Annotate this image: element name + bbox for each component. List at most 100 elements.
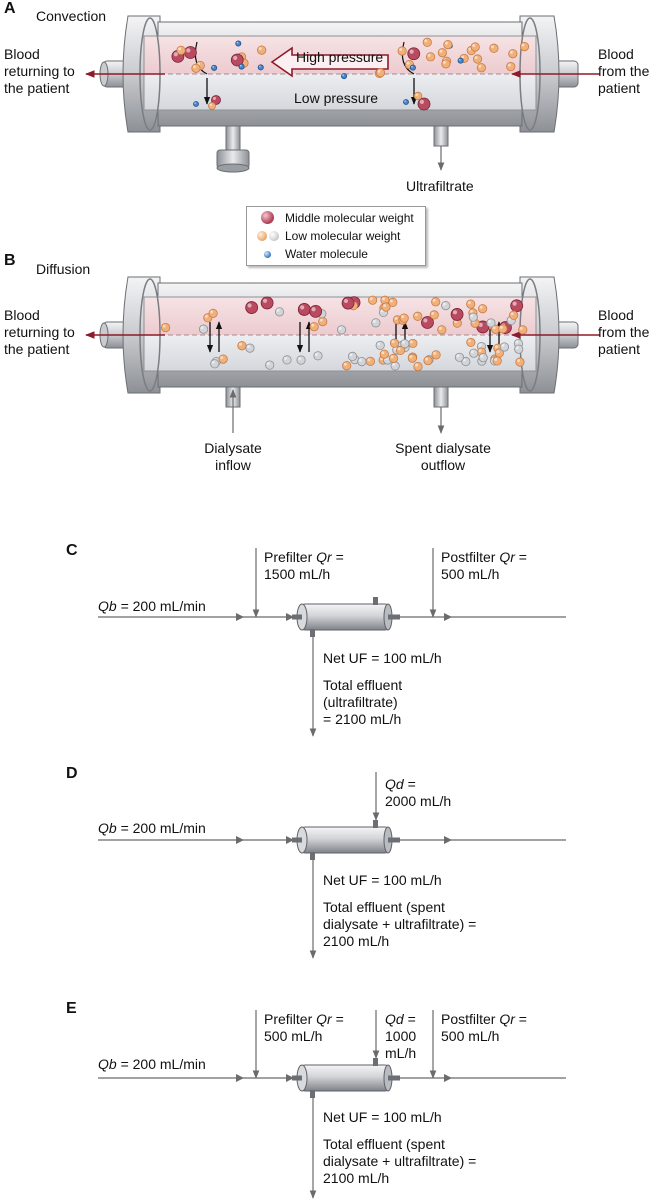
molecule-highlight	[470, 314, 474, 318]
legend-label: Middle molecular weight	[285, 211, 414, 225]
middle-molecule	[184, 46, 197, 59]
low-molecule	[443, 40, 453, 50]
molecule-highlight	[193, 65, 196, 69]
gray-molecule	[347, 351, 358, 361]
flow-direction-arrow	[444, 1074, 452, 1082]
molecule-highlight	[300, 305, 305, 310]
water-molecule	[403, 99, 409, 105]
molecule-highlight	[377, 342, 381, 346]
gray-molecule	[400, 339, 410, 349]
gray-molecule	[514, 344, 524, 354]
panel-a-title: Convection	[36, 8, 107, 24]
low-molecule	[257, 45, 267, 55]
flow-direction-arrow	[286, 613, 294, 621]
low-molecule-icon	[257, 231, 267, 241]
molecule-highlight	[467, 301, 471, 305]
low-molecule	[431, 297, 441, 307]
molecule-highlight	[469, 309, 473, 313]
molecule-highlight	[200, 326, 204, 330]
molecule-highlight	[515, 340, 519, 344]
gray-molecule	[478, 353, 488, 363]
molecule-highlight	[298, 357, 302, 361]
gray-molecule	[296, 355, 306, 365]
molecule-highlight	[210, 310, 214, 314]
molecule-highlight	[211, 360, 215, 364]
molecule-highlight	[311, 323, 315, 327]
dialyzer-top-port	[373, 597, 378, 605]
water-molecule	[409, 64, 416, 71]
molecule-highlight	[162, 324, 166, 328]
low-molecule	[365, 356, 375, 366]
low-molecule	[191, 63, 201, 73]
middle-molecule	[245, 301, 259, 314]
molecule-highlight	[394, 316, 398, 320]
molecule-highlight	[399, 48, 403, 51]
low-molecule	[478, 304, 488, 314]
high-pressure-arrow	[270, 46, 389, 78]
panel-c-prefilter-label: Prefilter Qr =	[264, 549, 344, 565]
panel-d-qd-value: 2000 mL/h	[385, 793, 452, 809]
panel-c-postfilter-label: Postfilter Qr =	[441, 549, 527, 565]
molecule-highlight	[510, 312, 514, 316]
panel-d-letter: D	[66, 765, 78, 782]
molecule-highlight	[512, 301, 517, 306]
gray-molecule	[468, 312, 478, 322]
low-molecule	[437, 325, 447, 335]
molecule-highlight	[247, 303, 252, 308]
high-pressure-label: High pressure	[296, 49, 384, 65]
gray-molecule	[375, 340, 385, 351]
gray-molecule	[282, 355, 292, 365]
molecule-highlight	[409, 355, 413, 359]
molecule-highlight	[494, 345, 498, 349]
low-molecule	[342, 361, 352, 371]
molecule-highlight	[499, 325, 503, 329]
molecule-highlight	[397, 347, 401, 351]
dialyzer-inlet	[292, 837, 302, 843]
molecules	[161, 37, 530, 372]
convection-curve	[194, 41, 208, 75]
gray-molecule	[486, 318, 496, 328]
low-molecule	[309, 322, 319, 332]
compartment-outline	[143, 35, 537, 111]
gray-molecule	[499, 342, 510, 352]
low-pressure-label: Low pressure	[294, 90, 379, 106]
molecule-highlight	[424, 39, 428, 43]
low-molecule	[176, 45, 186, 55]
dialyzer-bottom-port	[310, 852, 315, 860]
molecule-highlight	[209, 103, 212, 106]
panel-e-prefilter-label: Prefilter Qr =	[264, 1011, 344, 1027]
molecule-highlight	[488, 319, 491, 323]
gray-molecule	[371, 318, 381, 328]
low-molecule-gray-icon	[269, 231, 279, 241]
water-molecule	[193, 101, 199, 107]
gray-molecule	[336, 325, 347, 335]
low-molecule	[368, 295, 378, 305]
gray-molecule	[274, 307, 285, 317]
panel-c-total-effluent: Total effluent (ultrafiltrate) = 2100 mL…	[323, 677, 403, 727]
molecule-highlight	[343, 298, 349, 304]
molecule-highlight	[178, 47, 182, 51]
low-molecule	[489, 43, 499, 53]
molecule-highlight	[338, 326, 342, 330]
molecule-highlight	[439, 49, 443, 53]
low-molecule	[466, 299, 476, 309]
low-molecule	[318, 317, 328, 327]
low-molecule	[389, 338, 400, 348]
low-molecule	[218, 354, 228, 364]
port-cap-bottom	[216, 163, 250, 173]
molecule-highlight	[411, 65, 413, 68]
molecule-highlight	[438, 326, 442, 330]
legend-label: Water molecule	[285, 247, 368, 261]
middle-molecule	[510, 299, 524, 313]
panel-e-total-effluent: Total effluent (spent dialysate + ultraf…	[323, 1136, 477, 1186]
low-molecule	[506, 61, 516, 72]
molecule-highlight	[468, 47, 472, 51]
molecule-highlight	[262, 298, 268, 303]
panel-e-qb-label: Qb = 200 mL/min	[98, 1056, 206, 1072]
molecule-highlight	[311, 307, 316, 312]
molecule-highlight	[390, 355, 394, 359]
water-molecule	[235, 40, 242, 47]
gray-molecule	[469, 348, 479, 358]
middle-molecule	[417, 97, 431, 111]
low-molecule	[413, 361, 423, 372]
